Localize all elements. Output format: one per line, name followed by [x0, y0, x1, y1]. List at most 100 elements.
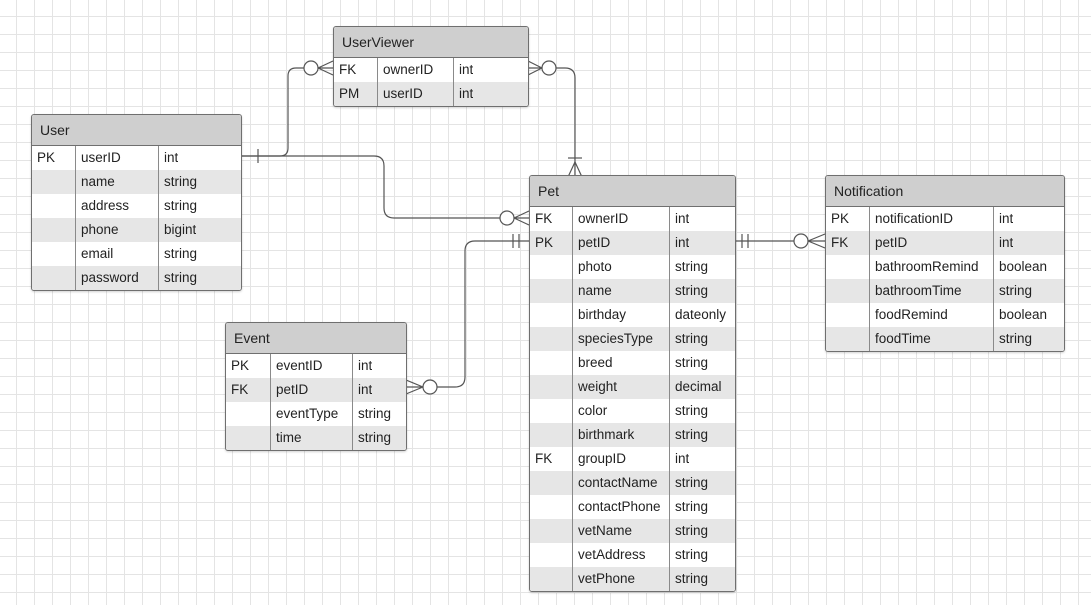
column-name: phone	[76, 218, 159, 242]
table-row: weight decimal	[530, 375, 735, 399]
table-row: bathroomRemind boolean	[826, 255, 1064, 279]
column-name: color	[573, 399, 670, 423]
column-key	[530, 399, 573, 423]
column-type: int	[675, 211, 690, 226]
column-type: int	[358, 358, 373, 373]
table-row: address string	[32, 194, 241, 218]
column-key	[826, 255, 870, 279]
column-key: PK	[530, 231, 573, 255]
entity-pet[interactable]: Pet FK ownerID int PK petID int photo st…	[529, 175, 736, 592]
entity-userviewer[interactable]: UserViewer FK ownerID int PM userID int	[333, 26, 529, 107]
column-name: bathroomTime	[870, 279, 994, 303]
column-key	[530, 471, 573, 495]
column-key	[226, 426, 271, 450]
column-key: FK	[334, 58, 378, 82]
column-type: int	[999, 211, 1014, 226]
entity-notification[interactable]: Notification PK notificationID int FK pe…	[825, 175, 1065, 352]
column-key	[530, 423, 573, 447]
column-name: email	[76, 242, 159, 266]
column-name: userID	[378, 82, 454, 106]
column-type: string	[164, 198, 198, 213]
column-name: ownerID	[573, 207, 670, 231]
column-name: bathroomRemind	[870, 255, 994, 279]
column-name: vetName	[573, 519, 670, 543]
table-row: contactPhone string	[530, 495, 735, 519]
column-key	[530, 255, 573, 279]
column-key	[530, 567, 573, 591]
column-name: address	[76, 194, 159, 218]
column-name: petID	[870, 231, 994, 255]
column-name: password	[76, 266, 159, 290]
column-key: PK	[32, 146, 76, 170]
column-key	[32, 170, 76, 194]
column-name: contactName	[573, 471, 670, 495]
column-type: int	[164, 150, 179, 165]
column-name: speciesType	[573, 327, 670, 351]
table-row: FK groupID int	[530, 447, 735, 471]
column-type: string	[675, 331, 709, 346]
column-type: string	[675, 355, 709, 370]
column-type: decimal	[675, 379, 722, 394]
column-key	[530, 303, 573, 327]
column-key: PM	[334, 82, 378, 106]
column-key: FK	[826, 231, 870, 255]
column-type: bigint	[164, 222, 197, 237]
column-type: string	[675, 499, 709, 514]
table-row: breed string	[530, 351, 735, 375]
column-name: vetPhone	[573, 567, 670, 591]
relationship-userviewer-pet	[527, 60, 583, 178]
column-name: weight	[573, 375, 670, 399]
entity-user[interactable]: User PK userID int name string address s…	[31, 114, 242, 291]
entity-user-title: User	[32, 115, 241, 146]
column-key	[530, 519, 573, 543]
table-row: phone bigint	[32, 218, 241, 242]
column-key	[826, 279, 870, 303]
column-type: string	[675, 523, 709, 538]
column-key	[32, 242, 76, 266]
column-type: int	[999, 235, 1014, 250]
column-name: ownerID	[378, 58, 454, 82]
table-row: color string	[530, 399, 735, 423]
table-row: FK petID int	[226, 378, 406, 402]
column-type: int	[675, 451, 690, 466]
table-row: password string	[32, 266, 241, 290]
table-row: PK petID int	[530, 231, 735, 255]
column-type: int	[459, 86, 474, 101]
column-name: eventID	[271, 354, 353, 378]
column-type: string	[675, 403, 709, 418]
column-name: groupID	[573, 447, 670, 471]
column-key	[32, 266, 76, 290]
column-name: notificationID	[870, 207, 994, 231]
column-name: photo	[573, 255, 670, 279]
column-key	[530, 495, 573, 519]
column-key	[32, 194, 76, 218]
table-row: name string	[530, 279, 735, 303]
relationship-user-pet	[241, 155, 530, 226]
table-row: PK eventID int	[226, 354, 406, 378]
column-name: name	[573, 279, 670, 303]
entity-event[interactable]: Event PK eventID int FK petID int eventT…	[225, 322, 407, 451]
column-name: foodRemind	[870, 303, 994, 327]
column-type: string	[164, 174, 198, 189]
column-name: vetAddress	[573, 543, 670, 567]
entity-notification-rows: PK notificationID int FK petID int bathr…	[826, 207, 1064, 351]
relationship-pet-event	[405, 234, 529, 395]
column-name: eventType	[271, 402, 353, 426]
column-key	[530, 327, 573, 351]
column-key	[530, 279, 573, 303]
column-type: string	[675, 571, 709, 586]
relationship-pet-notification	[735, 233, 826, 249]
table-row: time string	[226, 426, 406, 450]
column-type: string	[999, 283, 1033, 298]
table-row: birthmark string	[530, 423, 735, 447]
table-row: vetPhone string	[530, 567, 735, 591]
table-row: bathroomTime string	[826, 279, 1064, 303]
column-key	[226, 402, 271, 426]
column-type: string	[675, 283, 709, 298]
table-row: eventType string	[226, 402, 406, 426]
table-row: speciesType string	[530, 327, 735, 351]
column-name: contactPhone	[573, 495, 670, 519]
column-key: PK	[226, 354, 271, 378]
column-name: breed	[573, 351, 670, 375]
